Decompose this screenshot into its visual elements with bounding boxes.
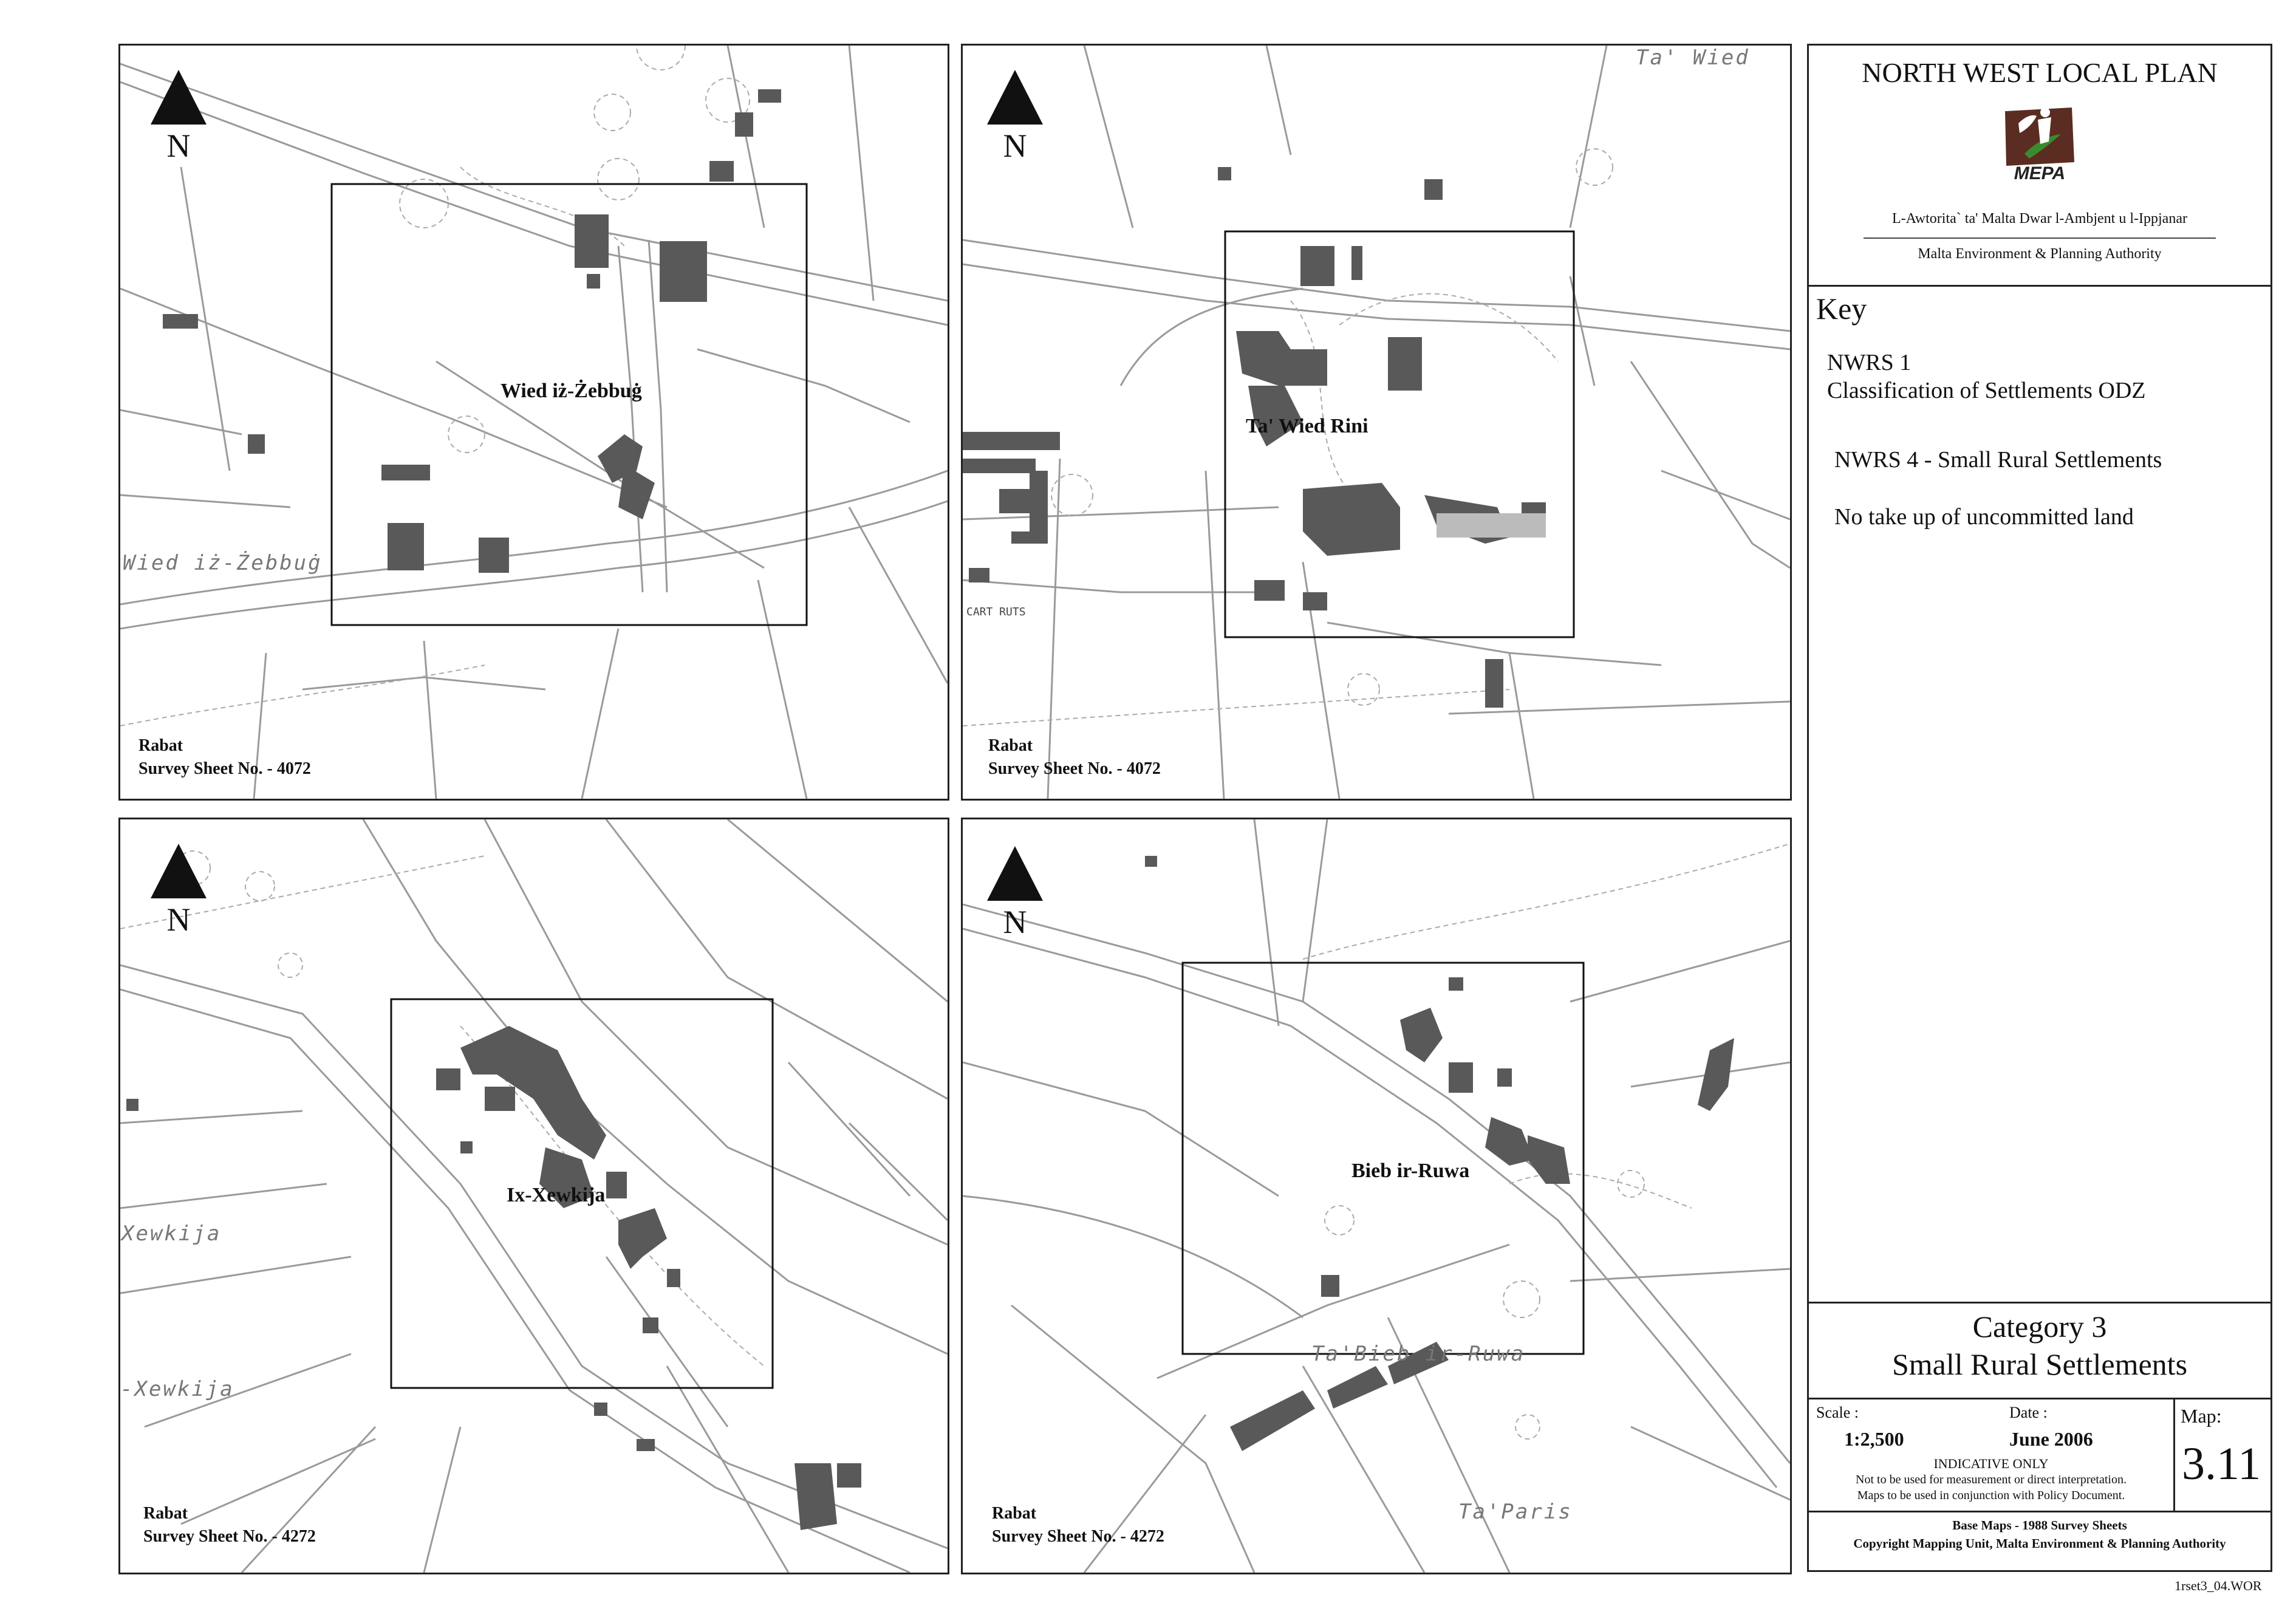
file-reference: 1rset3_04.WOR	[2175, 1578, 2262, 1593]
category-title: Category 3	[1972, 1310, 2107, 1344]
divider	[1864, 237, 2216, 239]
map-panel-ta-wied-rini[interactable]: N Ta' Wied Rini Ta' Wied CART RUTS Rabat…	[961, 44, 1792, 801]
place-label: Wied iż-Żebbuġ	[123, 551, 323, 575]
map-4-linework	[963, 819, 1790, 1573]
sheet-town: Rabat	[138, 736, 183, 755]
legend-panel: NORTH WEST LOCAL PLAN MEPA L-Awtorita` t…	[1807, 44, 2272, 1572]
map-2-linework	[963, 46, 1790, 799]
copyright-note: Copyright Mapping Unit, Malta Environmen…	[1853, 1536, 2226, 1551]
key-item: NWRS 1	[1827, 350, 1912, 375]
place-label: Ta' Wied	[1636, 46, 1750, 70]
map-3-linework	[120, 819, 948, 1573]
scale-value: 1:2,500	[1844, 1428, 1904, 1450]
map-1-linework	[120, 46, 948, 799]
divider	[2173, 1398, 2175, 1511]
north-arrow: N	[148, 844, 209, 938]
sheet-town: Rabat	[988, 736, 1033, 755]
settlement-label: Ix-Xewkija	[507, 1184, 606, 1206]
mepa-logo-icon: MEPA	[2005, 108, 2074, 183]
north-arrow: N	[985, 846, 1045, 940]
authority-english: Malta Environment & Planning Authority	[1918, 246, 2162, 262]
scale-label: Scale :	[1816, 1404, 1859, 1421]
category-subtitle: Small Rural Settlements	[1891, 1347, 2188, 1381]
map-panel-bieb-ir-ruwa[interactable]: N Bieb ir-Ruwa Ta'Bieb ir-Ruwa Ta'Paris …	[961, 818, 1792, 1574]
key-item: Classification of Settlements ODZ	[1827, 378, 2146, 403]
sheet-number: Survey Sheet No. - 4072	[988, 759, 1161, 778]
divider	[1809, 1398, 2270, 1399]
disclaimer-measurement: Not to be used for measurement or direct…	[1856, 1473, 2127, 1486]
disclaimer-indicative: INDICATIVE ONLY	[1933, 1456, 2049, 1471]
plan-title: NORTH WEST LOCAL PLAN	[1862, 57, 2218, 88]
base-maps-note: Base Maps - 1988 Survey Sheets	[1952, 1518, 2127, 1532]
sheet-town: Rabat	[143, 1504, 188, 1523]
date-label: Date :	[2009, 1404, 2048, 1421]
settlement-label: Bieb ir-Ruwa	[1351, 1160, 1470, 1182]
place-label: Xewkija	[121, 1222, 222, 1246]
authority-maltese: L-Awtorita` ta' Malta Dwar l-Ambjent u l…	[1892, 211, 2187, 227]
settlement-label: Wied iż-Żebbuġ	[501, 380, 642, 402]
place-label: Ta'Paris	[1458, 1500, 1573, 1524]
north-arrow: N	[985, 70, 1045, 164]
map-number: 3.11	[2182, 1438, 2261, 1489]
key-heading: Key	[1816, 292, 1867, 326]
sheet-town: Rabat	[992, 1504, 1037, 1523]
settlement-label: Ta' Wied Rini	[1246, 415, 1368, 437]
survey-sheet-info: Rabat Survey Sheet No. - 4272	[143, 1502, 316, 1548]
place-label: -Xewkija	[120, 1377, 234, 1401]
divider	[1809, 1302, 2270, 1304]
key-item: No take up of uncommitted land	[1834, 504, 2134, 530]
place-label: Ta'Bieb ir-Ruwa	[1311, 1342, 1526, 1366]
survey-sheet-info: Rabat Survey Sheet No. - 4072	[988, 734, 1161, 781]
logo-text: MEPA	[2014, 163, 2065, 183]
sheet-number: Survey Sheet No. - 4072	[138, 759, 311, 778]
disclaimer-policy: Maps to be used in conjunction with Poli…	[1857, 1489, 2125, 1502]
map-label: Map:	[2181, 1405, 2222, 1427]
key-item: NWRS 4 - Small Rural Settlements	[1834, 447, 2162, 473]
map-panel-ix-xewkija[interactable]: N Ix-Xewkija Xewkija -Xewkija Rabat Surv…	[118, 818, 949, 1574]
sheet-number: Survey Sheet No. - 4272	[143, 1527, 316, 1546]
map-panel-wied-iz-zebbug[interactable]: N Wied iż-Żebbuġ Wied iż-Żebbuġ Rabat Su…	[118, 44, 949, 801]
survey-sheet-info: Rabat Survey Sheet No. - 4272	[992, 1502, 1164, 1548]
date-value: June 2006	[2009, 1428, 2093, 1450]
sheet-number: Survey Sheet No. - 4272	[992, 1527, 1164, 1546]
cart-ruts-label: CART RUTS	[966, 606, 1026, 618]
divider	[1809, 1511, 2270, 1512]
survey-sheet-info: Rabat Survey Sheet No. - 4072	[138, 734, 311, 781]
north-arrow: N	[148, 70, 209, 164]
divider	[1809, 285, 2270, 287]
